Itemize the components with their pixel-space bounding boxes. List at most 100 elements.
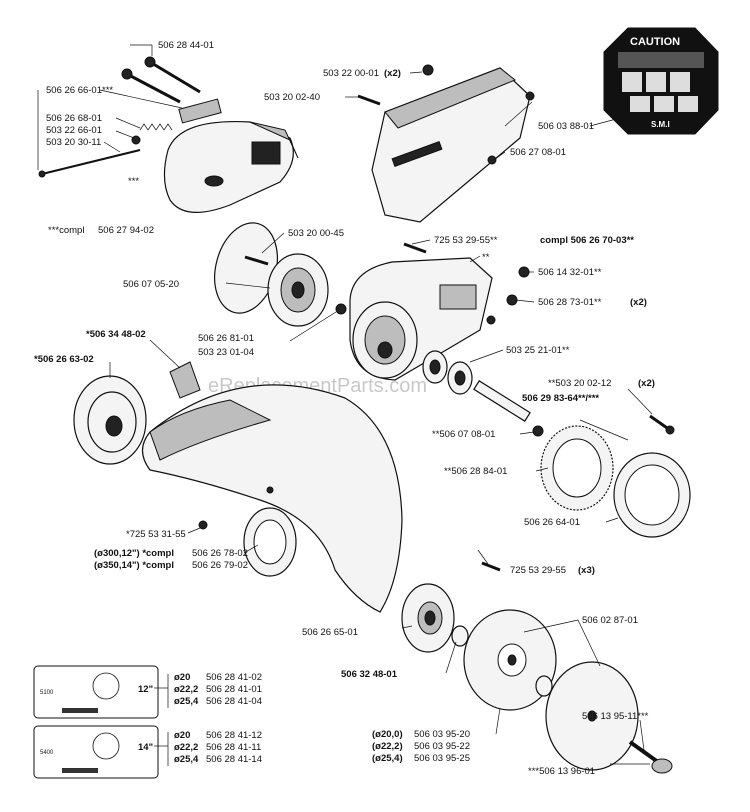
guard-hole [204, 175, 224, 187]
decal-12-plate [33, 665, 159, 719]
label-506-32-48-01: 506 32 48-01 [341, 669, 398, 680]
blade-bolt-head [651, 758, 673, 774]
decal-14-rpm: 5400 [40, 750, 54, 756]
label-506-03-95-22: 506 03 95-22 [414, 741, 470, 752]
decal-14-group: 5400 14" ø20 506 28 41-12 ø22,2 506 28 4… [33, 725, 262, 779]
label-506-26-66-01: 506 26 66-01*** [46, 85, 113, 96]
label-d254: (ø25,4) [372, 753, 403, 764]
lead [627, 388, 653, 415]
lead [519, 431, 535, 435]
table14-dia-3: ø25,4 [174, 754, 199, 765]
label-506-02-87-01: 506 02 87-01 [582, 615, 638, 626]
table12-part-2: 506 28 41-01 [206, 684, 262, 695]
bracket-slot [391, 141, 443, 167]
label-503-20-02-40: 503 20 02-40 [264, 92, 320, 103]
table14-part-3: 506 28 41-14 [206, 754, 262, 765]
table12-part-3: 506 28 41-04 [206, 696, 262, 707]
bolt-2 [126, 72, 181, 104]
washer [131, 135, 141, 145]
table14-dia-1: ø20 [174, 730, 190, 741]
flange-washer [451, 625, 469, 647]
lead [523, 619, 579, 633]
label-compl-506-26-70-03: compl 506 26 70-03** [540, 235, 634, 246]
lead [401, 625, 413, 629]
label-503-20-30-11: 503 20 30-11 [46, 137, 101, 148]
guard-inner-hole [253, 519, 287, 565]
long-bolt [149, 60, 201, 94]
adjust-screw [41, 149, 141, 175]
label-725-53-31-55: *725 53 31-55 [126, 529, 186, 540]
pulley-screw [244, 255, 269, 266]
caution-pictogram-5 [654, 96, 674, 112]
lead [469, 255, 481, 263]
lead [495, 707, 501, 735]
arm-nut [518, 266, 530, 278]
label-x3: (x3) [578, 565, 595, 576]
spindle-parts-group [540, 414, 691, 538]
blade-bolt [628, 740, 660, 764]
decal-12-brand [62, 708, 98, 713]
bracket-pin-2 [487, 155, 497, 165]
bolt-head [144, 56, 156, 68]
left-cover-group [73, 361, 201, 465]
lead [639, 719, 645, 751]
pulley-washer [335, 303, 347, 315]
caution-pictogram-6 [678, 96, 698, 112]
bolt-head-2 [121, 68, 133, 80]
label-506-26-79-02: 506 26 79-02 [192, 560, 248, 571]
label-506-07-08-01: **506 07 08-01 [432, 429, 495, 440]
blade-cover-center [105, 415, 123, 437]
lead [579, 419, 629, 441]
table12-dia-2: ø22,2 [174, 684, 198, 695]
blade-guard [141, 384, 403, 613]
arm-pulley [364, 315, 406, 365]
outer-flange-center [587, 710, 597, 722]
caution-pictogram-2 [646, 72, 666, 92]
caution-text-block [618, 52, 704, 68]
label-503-20-02-12: **503 20 02-12 [548, 378, 611, 389]
caution-pictogram-4 [630, 96, 650, 112]
label-506-28-44-01: 506 28 44-01 [158, 40, 214, 51]
label-503-22-00-01: 503 22 00-01 [323, 68, 379, 79]
label-506-03-95-25: 506 03 95-25 [414, 753, 470, 764]
decal-12-group: 5100 12" ø20 506 28 41-02 ø22,2 506 28 4… [33, 665, 262, 719]
label-725-53-29-55-b: 725 53 29-55 [510, 565, 566, 576]
table14-part-2: 506 28 41-11 [206, 742, 261, 753]
guard-screw [198, 520, 208, 530]
gear-ring-inner [552, 438, 602, 498]
engine-bracket-group [357, 64, 535, 223]
label-506-07-05-20: 506 07 05-20 [123, 279, 179, 290]
nut [422, 64, 434, 76]
screw-head [38, 170, 46, 178]
label-506-28-84-01: **506 28 84-01 [444, 466, 507, 477]
spindle-screw-end [665, 425, 675, 435]
label-506-03-88-01: 506 03 88-01 [538, 121, 594, 132]
label-506-27-94-02: 506 27 94-02 [98, 225, 154, 236]
label-506-28-73-01: 506 28 73-01** [538, 297, 602, 308]
lead [99, 89, 183, 109]
size-14: 14" [138, 742, 153, 753]
spindle-shaft [473, 380, 531, 422]
pulley-group [214, 222, 347, 327]
label-503-25-21-01: 503 25 21-01** [506, 345, 570, 356]
label-d200: (ø20,0) [372, 729, 403, 740]
decal-14-plate [33, 725, 159, 779]
lead [515, 299, 535, 303]
belt-guard-group [38, 56, 299, 214]
label-506-26-63-02: *506 26 63-02 [34, 354, 94, 365]
guard-rivet [266, 486, 274, 494]
lead [589, 117, 621, 127]
caution-decal: CAUTION S.M.I [603, 27, 719, 135]
size-12: 12" [138, 684, 153, 695]
decal-12-rpm: 5100 [40, 690, 54, 696]
label-506-26-65-01: 506 26 65-01 [302, 627, 358, 638]
label-506-29-83-64: 506 29 83-64**/*** [522, 393, 599, 404]
lead [243, 544, 259, 554]
label-x2-c: (x2) [638, 378, 655, 389]
arm-screw-2 [506, 294, 518, 306]
label-506-26-68-01: 506 26 68-01 [46, 113, 102, 124]
lead [605, 517, 619, 523]
label-d300-compl: (ø300,12") *compl [94, 548, 174, 559]
caution-footer: S.M.I [651, 120, 670, 129]
